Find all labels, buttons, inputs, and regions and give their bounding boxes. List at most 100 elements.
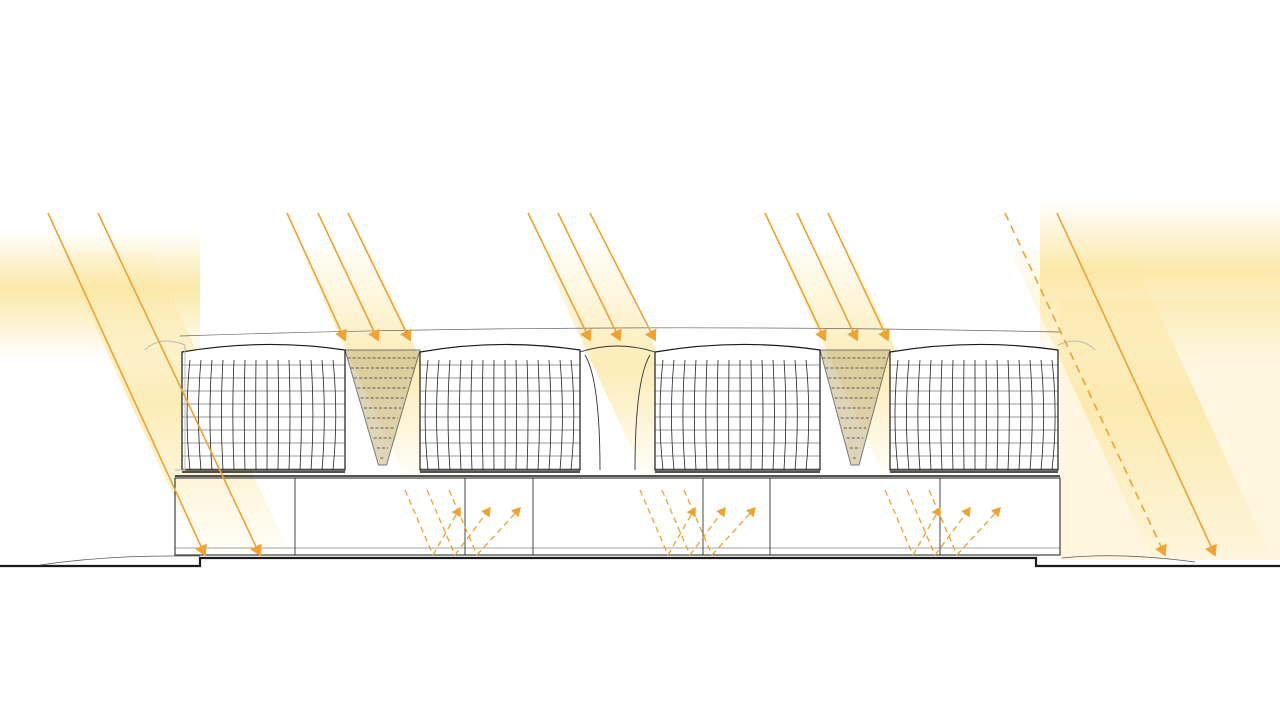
sun-ray	[589, 212, 657, 342]
canopy-frame	[419, 343, 581, 471]
rib	[772, 359, 775, 471]
rib	[894, 359, 899, 471]
rib	[424, 359, 429, 471]
incident-ray	[906, 489, 936, 556]
rib	[559, 359, 563, 471]
sun-rays	[47, 212, 1217, 557]
rib	[705, 359, 708, 471]
rib	[750, 359, 752, 471]
rib	[917, 359, 921, 471]
incident-ray	[639, 489, 669, 556]
incident-ray	[404, 489, 434, 556]
rib	[1007, 359, 1010, 471]
incident-ray	[928, 489, 958, 556]
rib	[470, 359, 473, 471]
rib	[693, 359, 697, 471]
sun-ray	[527, 212, 592, 342]
rib	[198, 359, 202, 471]
podium-outline	[174, 477, 1061, 556]
rib	[537, 359, 540, 471]
right-glow-fill	[1060, 300, 1280, 560]
incident-ray	[448, 489, 478, 556]
reflected-ray	[956, 507, 1001, 556]
rib	[436, 359, 440, 471]
incident-ray	[683, 489, 713, 556]
sun-ray	[1004, 212, 1167, 557]
rib	[459, 359, 462, 471]
edge-cantilever-left	[144, 340, 186, 471]
reflected-ray	[667, 506, 696, 556]
sun-ray	[317, 212, 380, 342]
rib	[671, 359, 675, 471]
sun-glow-layer	[0, 200, 1280, 560]
rib	[659, 359, 664, 471]
rib	[481, 359, 484, 471]
sun-ray	[827, 212, 890, 342]
roof-membrane	[179, 327, 1061, 337]
incident-ray	[661, 489, 691, 556]
sun-ray	[557, 212, 622, 342]
rib	[928, 359, 932, 471]
rib	[716, 359, 719, 471]
rib	[288, 359, 291, 471]
reflected-ray	[912, 506, 941, 556]
rib	[682, 359, 686, 471]
rib	[570, 359, 575, 471]
sun-ray	[764, 212, 827, 342]
light-band	[1010, 250, 1271, 555]
rib	[447, 359, 451, 471]
rib	[783, 359, 787, 471]
light-funnel	[344, 349, 421, 466]
ground-line	[0, 556, 1280, 568]
rib	[951, 359, 954, 471]
rib	[321, 359, 325, 471]
rib	[332, 359, 337, 471]
edge-cantilever-right	[1057, 340, 1096, 351]
rib	[277, 359, 279, 471]
rib	[548, 359, 552, 471]
rib	[526, 359, 529, 471]
sun-ray	[286, 212, 347, 342]
reflected-ray	[432, 506, 461, 556]
rib	[515, 359, 518, 471]
rib	[1040, 359, 1045, 471]
rib	[1029, 359, 1033, 471]
rib	[186, 359, 191, 471]
rib	[940, 359, 943, 471]
canopy-frame	[889, 343, 1059, 471]
terrain-right	[1061, 555, 1196, 563]
sun-ray	[97, 212, 262, 557]
rib	[232, 359, 235, 471]
canopy-unit	[889, 343, 1059, 473]
rib	[1051, 359, 1056, 471]
canopy-unit	[181, 343, 346, 473]
incident-ray	[426, 489, 456, 556]
sun-ray	[47, 212, 207, 557]
rib	[310, 359, 314, 471]
canopy-unit	[654, 343, 821, 473]
rib	[209, 359, 213, 471]
rib	[220, 359, 224, 471]
sun-ray	[347, 212, 412, 342]
rib	[906, 359, 910, 471]
rib	[794, 359, 798, 471]
rib	[243, 359, 246, 471]
gap-arch	[579, 345, 656, 471]
rib	[761, 359, 764, 471]
canopy-unit	[419, 343, 581, 473]
sun-ray	[796, 212, 859, 342]
sun-ray	[1056, 212, 1217, 557]
incident-ray	[884, 489, 914, 556]
rib	[299, 359, 302, 471]
terrain-left	[39, 555, 200, 566]
reflected-ray	[476, 507, 521, 556]
light-funnel	[819, 349, 891, 466]
canopy-frame	[181, 343, 346, 471]
rib	[996, 359, 999, 471]
canopy-structure	[0, 327, 1280, 568]
rib	[805, 359, 810, 471]
rib	[1018, 359, 1022, 471]
reflected-ray	[711, 507, 756, 556]
